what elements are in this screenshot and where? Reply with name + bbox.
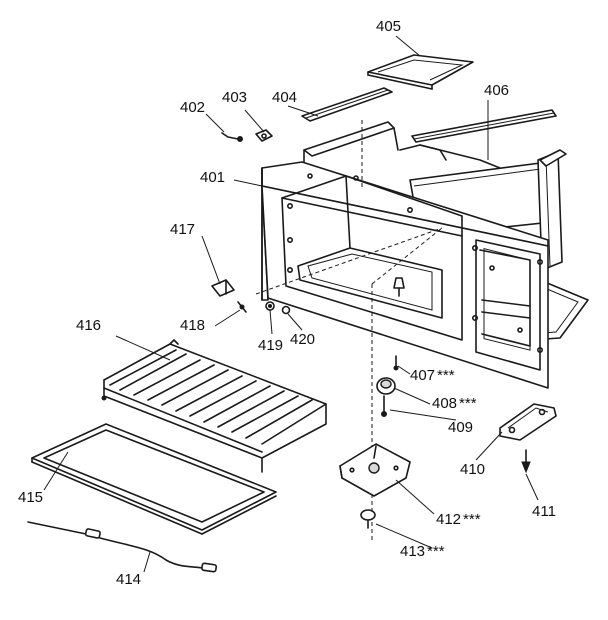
part-labels: 405 404 403 402 406 401 417 418 419 420 … [18, 18, 556, 588]
label-418: 418 [180, 317, 205, 334]
label-420: 420 [290, 331, 315, 348]
part-405-top-plate [367, 54, 474, 90]
part-419-washer [265, 301, 275, 311]
part-413-roller [360, 509, 376, 529]
label-411: 411 [532, 503, 556, 520]
label-413: 413*** [400, 543, 445, 560]
part-404-bar [301, 87, 393, 122]
label-416: 416 [76, 317, 101, 334]
label-404: 404 [272, 89, 297, 106]
part-402-probe [221, 132, 243, 142]
label-419: 419 [258, 337, 283, 354]
part-411-screw [521, 449, 531, 474]
part-420-nut [281, 305, 291, 315]
label-415: 415 [18, 489, 43, 506]
part-409-screw [381, 395, 387, 417]
label-410: 410 [460, 461, 485, 478]
part-415-tray [31, 423, 277, 535]
part-417-latch [211, 279, 235, 297]
label-403: 403 [222, 89, 247, 106]
label-408: 408*** [432, 395, 477, 412]
label-409: 409 [448, 419, 473, 436]
label-401: 401 [200, 169, 225, 186]
part-401-cavity-frame [255, 120, 549, 540]
part-418-pin [237, 301, 247, 313]
leader-lines [43, 35, 539, 573]
part-410-bracket [499, 403, 557, 441]
label-405: 405 [376, 18, 401, 35]
part-403-bracket [255, 129, 273, 142]
label-412: 412*** [436, 511, 481, 528]
part-414-cable [27, 521, 218, 573]
part-408-motor [376, 377, 396, 395]
label-406: 406 [484, 82, 509, 99]
part-412-plate [339, 443, 411, 497]
label-417: 417 [170, 221, 195, 238]
label-402: 402 [180, 99, 205, 116]
label-407: 407*** [410, 367, 455, 384]
part-416-rack [101, 339, 327, 473]
label-414: 414 [116, 571, 141, 588]
part-407-coupler [393, 277, 405, 371]
